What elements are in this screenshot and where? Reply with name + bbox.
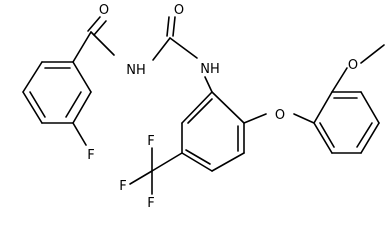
amide-nh-label: NH: [126, 63, 146, 78]
bond-lines: [22, 16, 385, 195]
cf3-fluorine-left-label: F: [119, 179, 126, 194]
anilide-nh-label: NH: [200, 62, 220, 77]
ether-oxygen-label: O: [275, 108, 285, 123]
ortho-fluorine-label: F: [87, 148, 94, 163]
urea-oxygen-label: O: [174, 3, 184, 18]
carbonyl-oxygen-label: O: [99, 3, 109, 18]
chemical-structure: O O NH NH F O O F F F: [22, 3, 385, 211]
methoxy-oxygen-label: O: [348, 58, 358, 73]
cf3-fluorine-top-label: F: [147, 134, 154, 149]
atom-labels: O O NH NH F O O F F F: [87, 3, 358, 211]
cf3-fluorine-bottom-label: F: [147, 196, 154, 211]
